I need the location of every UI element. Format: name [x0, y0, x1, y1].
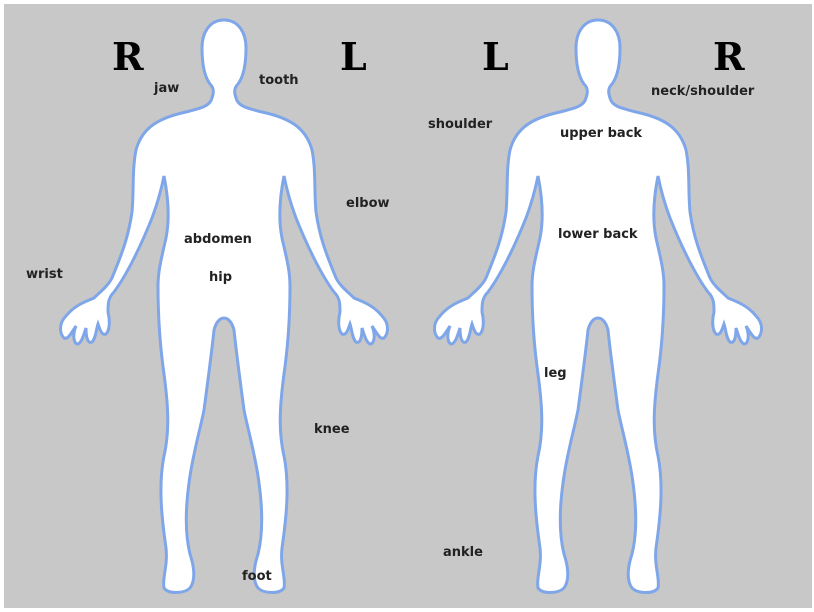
label-tooth: tooth — [259, 74, 299, 87]
label-shoulder: shoulder — [428, 118, 492, 131]
label-neck-shoulder: neck/shoulder — [651, 85, 754, 98]
front-body-figure — [61, 20, 388, 593]
label-upper-back: upper back — [560, 127, 642, 140]
back-right-side-marker: R — [713, 38, 745, 76]
label-wrist: wrist — [26, 268, 63, 281]
back-left-side-marker: L — [482, 38, 509, 76]
label-lower-back: lower back — [558, 228, 638, 241]
front-right-side-marker: R — [112, 38, 144, 76]
back-body-figure — [435, 20, 762, 593]
label-foot: foot — [242, 570, 272, 583]
label-abdomen: abdomen — [184, 233, 252, 246]
label-elbow: elbow — [346, 197, 390, 210]
front-left-side-marker: L — [340, 38, 367, 76]
label-leg: leg — [544, 367, 567, 380]
label-jaw: jaw — [154, 82, 179, 95]
label-ankle: ankle — [443, 546, 483, 559]
label-hip: hip — [209, 271, 232, 284]
label-knee: knee — [314, 423, 350, 436]
